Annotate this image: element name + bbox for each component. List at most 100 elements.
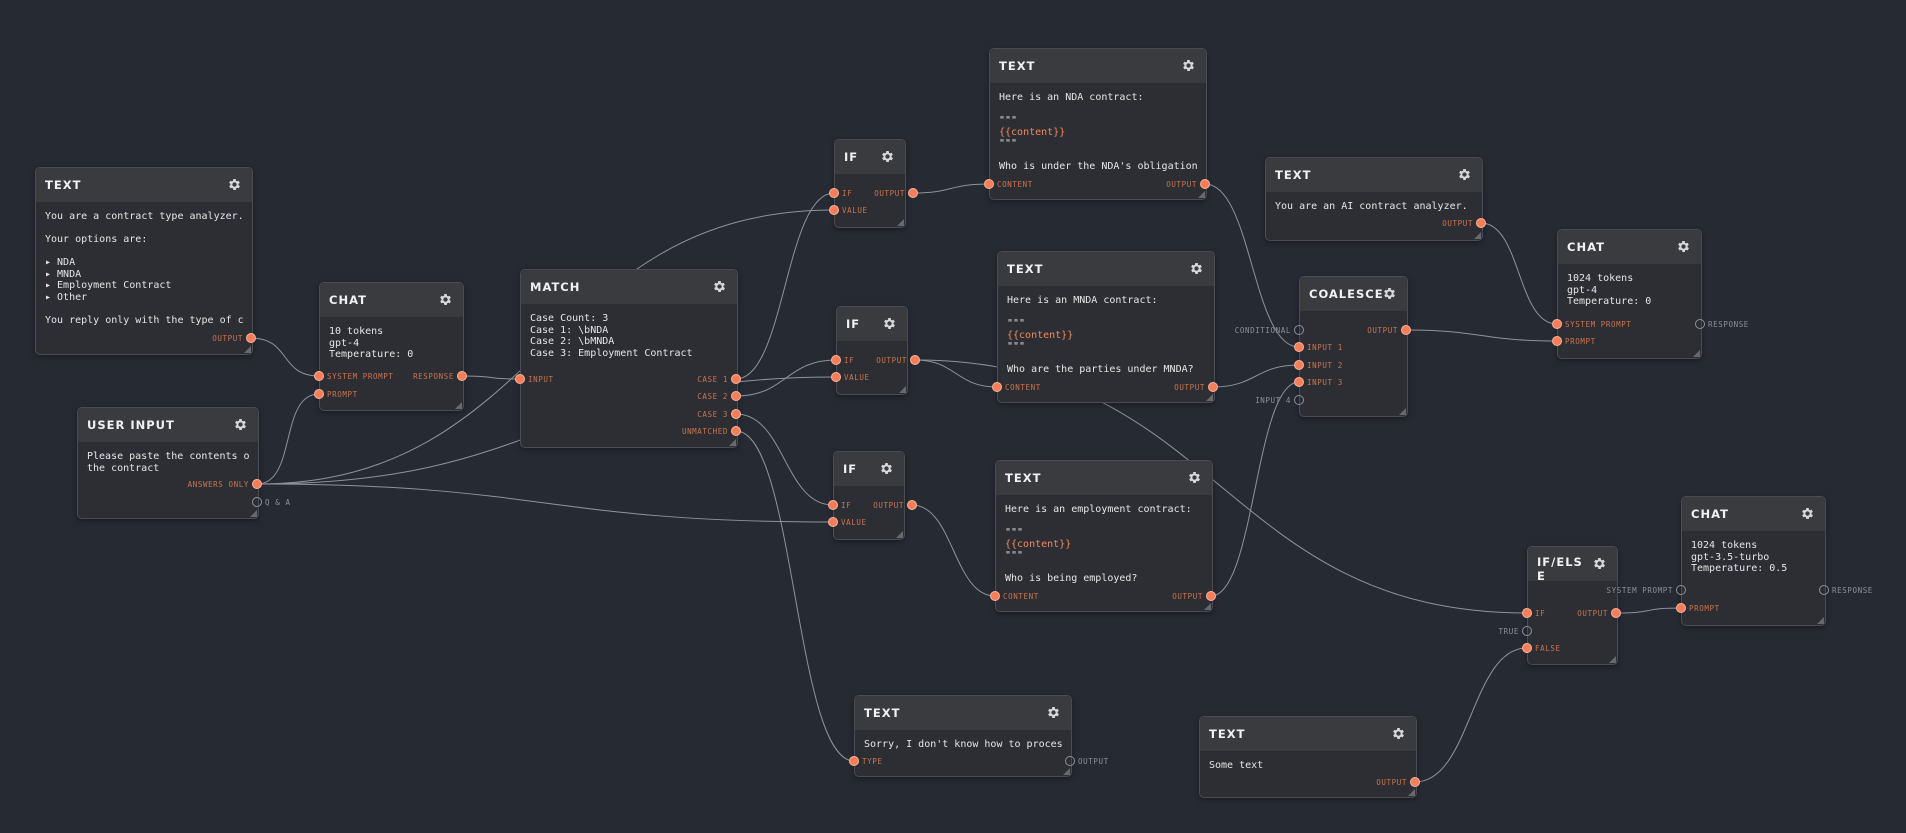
port-system-prompt[interactable] (1552, 319, 1562, 329)
port-output[interactable] (246, 333, 256, 343)
port-if[interactable] (1522, 608, 1532, 618)
node-header[interactable]: TEXT (996, 461, 1212, 495)
node-header[interactable]: TEXT (1266, 158, 1482, 192)
port-type[interactable] (849, 756, 859, 766)
port-case-1[interactable] (731, 374, 741, 384)
gear-icon[interactable] (1181, 58, 1196, 73)
gear-icon[interactable] (1800, 506, 1815, 521)
resize-handle[interactable] (1198, 191, 1205, 198)
port-output[interactable] (1065, 756, 1075, 766)
port-conditional[interactable] (1294, 325, 1304, 335)
port-output[interactable] (908, 188, 918, 198)
port-input-1[interactable] (1294, 342, 1304, 352)
port-value[interactable] (831, 372, 841, 382)
port-content[interactable] (990, 591, 1000, 601)
port-q-a[interactable] (252, 497, 262, 507)
port-if[interactable] (828, 500, 838, 510)
gear-icon[interactable] (880, 149, 895, 164)
port-response[interactable] (457, 371, 467, 381)
node-header[interactable]: IF (834, 452, 904, 486)
resize-handle[interactable] (1817, 617, 1824, 624)
port-answers-only[interactable] (252, 479, 262, 489)
node-ifelse[interactable]: IF/ELSE (1527, 546, 1618, 665)
port-output[interactable] (1410, 777, 1420, 787)
resize-handle[interactable] (1206, 394, 1213, 401)
port-value[interactable] (829, 205, 839, 215)
resize-handle[interactable] (244, 346, 251, 353)
resize-handle[interactable] (1063, 768, 1070, 775)
node-coalesce[interactable]: COALESCE (1299, 276, 1408, 417)
port-prompt[interactable] (314, 389, 324, 399)
gear-icon[interactable] (712, 279, 727, 294)
resize-handle[interactable] (899, 386, 906, 393)
node-header[interactable]: CHAT (320, 283, 463, 317)
port-if[interactable] (829, 188, 839, 198)
port-unmatched[interactable] (731, 426, 741, 436)
resize-handle[interactable] (729, 439, 736, 446)
gear-icon[interactable] (879, 461, 894, 476)
port-output[interactable] (907, 500, 917, 510)
resize-handle[interactable] (1408, 789, 1415, 796)
node-header[interactable]: IF/ELSE (1528, 547, 1617, 583)
gear-icon[interactable] (882, 316, 897, 331)
port-content[interactable] (992, 382, 1002, 392)
node-header[interactable]: TEXT (1200, 717, 1416, 751)
port-output[interactable] (1208, 382, 1218, 392)
node-header[interactable]: MATCH (521, 270, 737, 304)
port-response[interactable] (1695, 319, 1705, 329)
node-header[interactable]: TEXT (998, 252, 1214, 286)
node-header[interactable]: TEXT (36, 168, 252, 202)
node-header[interactable]: CHAT (1682, 497, 1825, 531)
gear-icon[interactable] (438, 292, 453, 307)
gear-icon[interactable] (1457, 167, 1472, 182)
node-header[interactable]: IF (835, 140, 905, 174)
node-if-3[interactable]: IF (833, 451, 905, 540)
gear-icon[interactable] (227, 177, 242, 192)
port-case-2[interactable] (731, 391, 741, 401)
gear-icon[interactable] (1187, 470, 1202, 485)
gear-icon[interactable] (233, 417, 248, 432)
port-content[interactable] (984, 179, 994, 189)
resize-handle[interactable] (1399, 408, 1406, 415)
node-header[interactable]: IF (837, 307, 907, 341)
resize-handle[interactable] (455, 402, 462, 409)
resize-handle[interactable] (897, 219, 904, 226)
gear-icon[interactable] (1676, 239, 1691, 254)
port-output[interactable] (1206, 591, 1216, 601)
port-response[interactable] (1819, 585, 1829, 595)
port-output[interactable] (910, 355, 920, 365)
port-true[interactable] (1522, 626, 1532, 636)
gear-icon[interactable] (1382, 286, 1397, 301)
port-output[interactable] (1611, 608, 1621, 618)
node-header[interactable]: TEXT (990, 49, 1206, 83)
port-system-prompt[interactable] (1676, 585, 1686, 595)
port-output[interactable] (1476, 218, 1486, 228)
node-header[interactable]: COALESCE (1300, 277, 1407, 311)
gear-icon[interactable] (1391, 726, 1406, 741)
gear-icon[interactable] (1189, 261, 1204, 276)
node-if-1[interactable]: IF (834, 139, 906, 228)
resize-handle[interactable] (1204, 603, 1211, 610)
node-if-2[interactable]: IF (836, 306, 908, 395)
gear-icon[interactable] (1592, 556, 1607, 571)
port-value[interactable] (828, 517, 838, 527)
node-header[interactable]: USER INPUT (78, 408, 258, 442)
port-output[interactable] (1200, 179, 1210, 189)
port-input-2[interactable] (1294, 360, 1304, 370)
port-system-prompt[interactable] (314, 371, 324, 381)
port-input-3[interactable] (1294, 377, 1304, 387)
port-output[interactable] (1401, 325, 1411, 335)
port-case-3[interactable] (731, 409, 741, 419)
node-header[interactable]: CHAT (1558, 230, 1701, 264)
